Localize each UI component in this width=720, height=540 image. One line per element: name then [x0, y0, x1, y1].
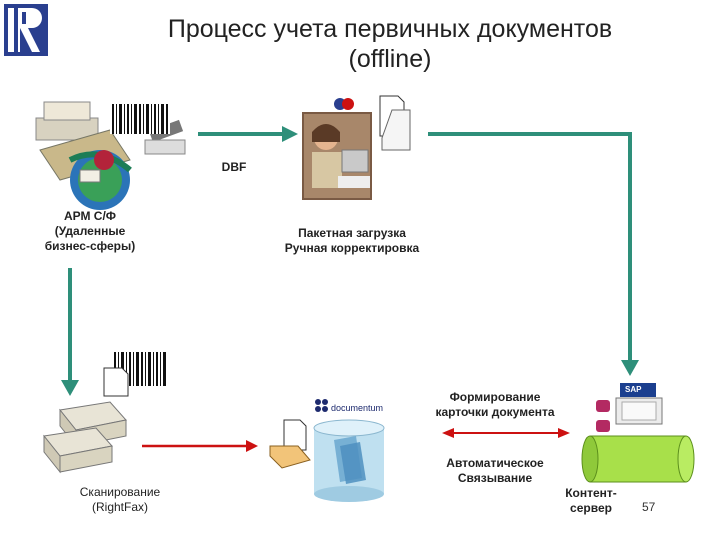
auto-link-label: Автоматическое Связывание — [420, 456, 570, 486]
scan-label: Сканирование (RightFax) — [50, 485, 190, 515]
auto-link-line-2: Связывание — [457, 471, 533, 485]
sap-content-server-icon — [581, 383, 695, 483]
documentum-database-icon — [313, 419, 385, 502]
documentum-label: documentum — [331, 403, 384, 413]
sap-label: SAP — [625, 385, 642, 394]
form-card-label: Формирование карточки документа — [420, 390, 570, 420]
scan-label-line-2: (RightFax) — [91, 500, 148, 514]
title-line-1: Процесс учета первичных документов — [167, 15, 613, 43]
form-card-line-1: Формирование — [449, 390, 541, 404]
form-card-line-2: карточки документа — [435, 405, 555, 419]
batch-label-line-1: Пакетная загрузка — [298, 226, 406, 240]
document-icon — [334, 95, 411, 151]
workstation-illustration — [35, 101, 186, 210]
batch-label-line-2: Ручная корректировка — [284, 241, 420, 255]
scanner-icon — [43, 401, 127, 474]
operator-photo — [302, 112, 372, 200]
content-server-line-1: Контент- — [565, 486, 617, 500]
document-icon — [269, 419, 311, 469]
content-server-line-2: сервер — [570, 501, 612, 515]
content-server-label: Контент- сервер — [556, 486, 626, 516]
arm-label-line-2: (Удаленные — [54, 224, 126, 238]
arm-label: АРМ С/Ф (Удаленные бизнес-сферы) — [30, 209, 150, 254]
hse-logo — [4, 4, 48, 56]
title-line-2: (offline) — [348, 45, 432, 73]
documentum-logo — [315, 399, 328, 412]
auto-link-line-1: Автоматическое — [446, 456, 544, 470]
arm-label-line-1: АРМ С/Ф — [63, 209, 117, 223]
scan-label-line-1: Сканирование — [79, 485, 161, 499]
batch-label: Пакетная загрузка Ручная корректировка — [272, 226, 432, 256]
page-title: Процесс учета первичных документов (offl… — [110, 14, 670, 74]
dbf-label: DBF — [221, 160, 247, 174]
document-icon — [103, 367, 129, 397]
barcode-icon — [110, 104, 170, 134]
arm-label-line-3: бизнес-сферы) — [44, 239, 136, 253]
page-number: 57 — [642, 500, 656, 514]
